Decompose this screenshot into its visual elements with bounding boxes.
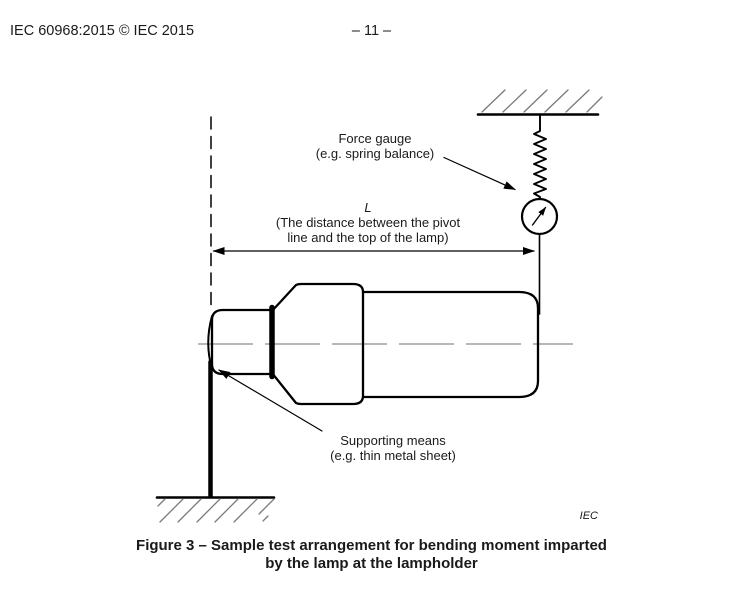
dimension-symbol-l: L [364, 200, 372, 215]
ground-hatch-lines [157, 498, 275, 523]
figure-caption-line2: by the lamp at the lampholder [265, 554, 478, 572]
force-gauge-label: Force gauge (e.g. spring balance) [316, 131, 435, 161]
supporting-means-line2: (e.g. thin metal sheet) [330, 448, 456, 463]
supporting-means-label: Supporting means (e.g. thin metal sheet) [330, 433, 456, 463]
force-gauge-label-line1: Force gauge [338, 131, 412, 146]
dimension-note-line2: line and the top of the lamp) [287, 230, 449, 245]
figure-caption: Figure 3 – Sample test arrangement for b… [0, 537, 743, 572]
ceiling-hatch-lines [481, 89, 603, 113]
supporting-means-pointer-arrow [218, 369, 323, 432]
force-gauge-pointer-arrow [443, 156, 516, 191]
figure-source-tag: IEC [579, 510, 598, 522]
spring [533, 114, 547, 200]
force-gauge-label-line2: (e.g. spring balance) [315, 146, 435, 161]
supporting-means-line1: Supporting means [340, 433, 446, 448]
figure-caption-line1: Figure 3 – Sample test arrangement for b… [136, 537, 607, 554]
header-document-reference: IEC 60968:2015 © IEC 2015 [10, 23, 195, 39]
dimension-label: L (The distance between the pivot line a… [276, 200, 460, 245]
page-number: – 11 – [351, 23, 392, 39]
dimension-note-line1: (The distance between the pivot [275, 215, 461, 230]
gauge-needle-icon [531, 206, 547, 226]
lamp-bulb [361, 290, 540, 399]
